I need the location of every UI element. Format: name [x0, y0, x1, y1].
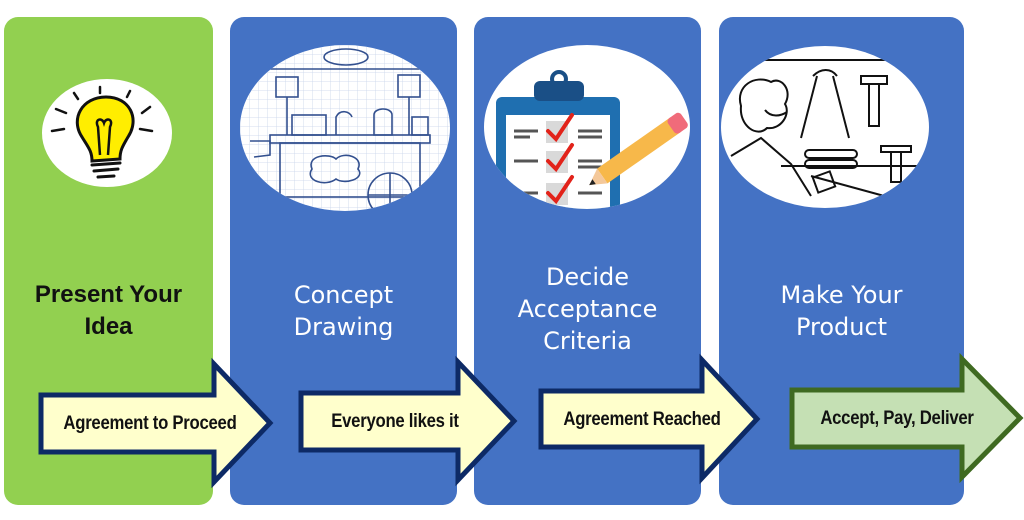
- sketch-cart-icon: [240, 45, 450, 211]
- arrow-label-agreement-reached: Agreement Reached: [563, 409, 721, 430]
- lightbulb-icon: [50, 85, 154, 179]
- step-title: Concept Drawing: [293, 281, 394, 341]
- concept-sketch-illustration: [240, 45, 450, 211]
- step-title: Present Your Idea: [34, 281, 183, 340]
- arrow-label-agreement-to-proceed: Agreement to Proceed: [63, 413, 237, 434]
- arrow-label-accept-pay-deliver: Accept, Pay, Deliver: [820, 408, 974, 429]
- step-title: Make Your Product: [780, 281, 903, 341]
- lightbulb-illustration: [42, 79, 172, 187]
- arrow-label-everyone-likes-it: Everyone likes it: [331, 411, 459, 432]
- craftsman-illustration: [721, 46, 929, 208]
- clipboard-checklist-icon: [496, 70, 688, 209]
- checklist-illustration: [484, 45, 690, 209]
- step-title: Decide Acceptance Criteria: [517, 263, 658, 355]
